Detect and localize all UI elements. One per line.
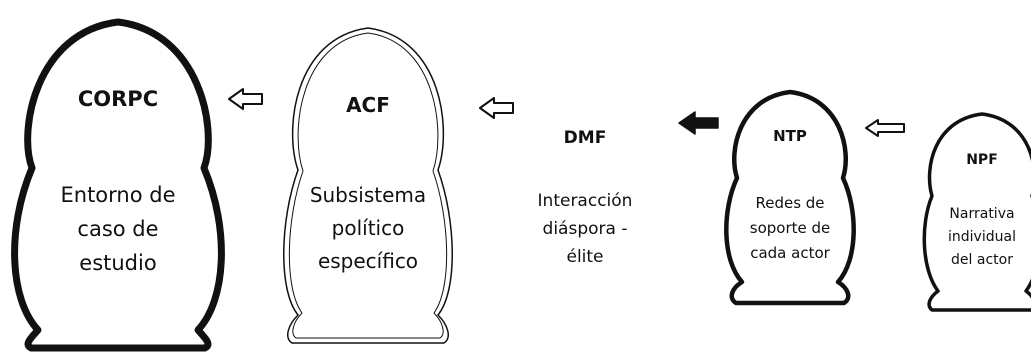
doll-corpc-line-3: estudio — [79, 251, 156, 275]
doll-acf-title: ACF — [346, 93, 390, 117]
doll-ntp-title: NTP — [773, 127, 807, 145]
doll-acf-outline-outer — [283, 27, 453, 344]
doll-dmf: DMF Interacción diáspora - élite — [538, 128, 633, 267]
doll-corpc: CORPC Entorno de caso de estudio — [11, 18, 225, 352]
doll-dmf-line-3: élite — [566, 247, 603, 267]
doll-npf-line-2: individual — [948, 229, 1016, 245]
doll-acf-line-3: específico — [318, 249, 418, 273]
doll-corpc-line-1: Entorno de — [60, 183, 175, 207]
doll-ntp-outline — [724, 89, 856, 306]
doll-npf-title: NPF — [966, 152, 998, 168]
arrow-ntp-to-dmf — [678, 111, 719, 135]
doll-ntp-line-2: soporte de — [750, 219, 831, 237]
doll-ntp: NTP Redes de soporte de cada actor — [724, 89, 856, 306]
doll-ntp-line-1: Redes de — [755, 194, 824, 212]
arrow-acf-to-corpc — [228, 88, 263, 110]
doll-corpc-title: CORPC — [78, 87, 158, 111]
doll-dmf-line-1: Interacción — [538, 191, 633, 211]
doll-dmf-title: DMF — [564, 128, 607, 148]
arrow-npf-to-ntp — [865, 119, 905, 137]
doll-npf-outline — [922, 112, 1031, 312]
doll-acf-line-2: político — [332, 216, 405, 240]
doll-npf-line-3: del actor — [951, 252, 1013, 268]
doll-corpc-line-2: caso de — [77, 217, 158, 241]
doll-acf-outline-inner — [288, 32, 448, 339]
doll-dmf-line-2: diáspora - — [543, 219, 628, 239]
doll-acf-line-1: Subsistema — [310, 183, 426, 207]
arrow-dmf-to-acf — [479, 97, 514, 119]
doll-corpc-outline — [11, 18, 225, 352]
doll-ntp-line-3: cada actor — [750, 244, 830, 262]
doll-npf: NPF Narrativa individual del actor — [922, 112, 1031, 312]
doll-npf-line-1: Narrativa — [949, 206, 1014, 222]
doll-acf: ACF Subsistema político específico — [283, 27, 453, 344]
